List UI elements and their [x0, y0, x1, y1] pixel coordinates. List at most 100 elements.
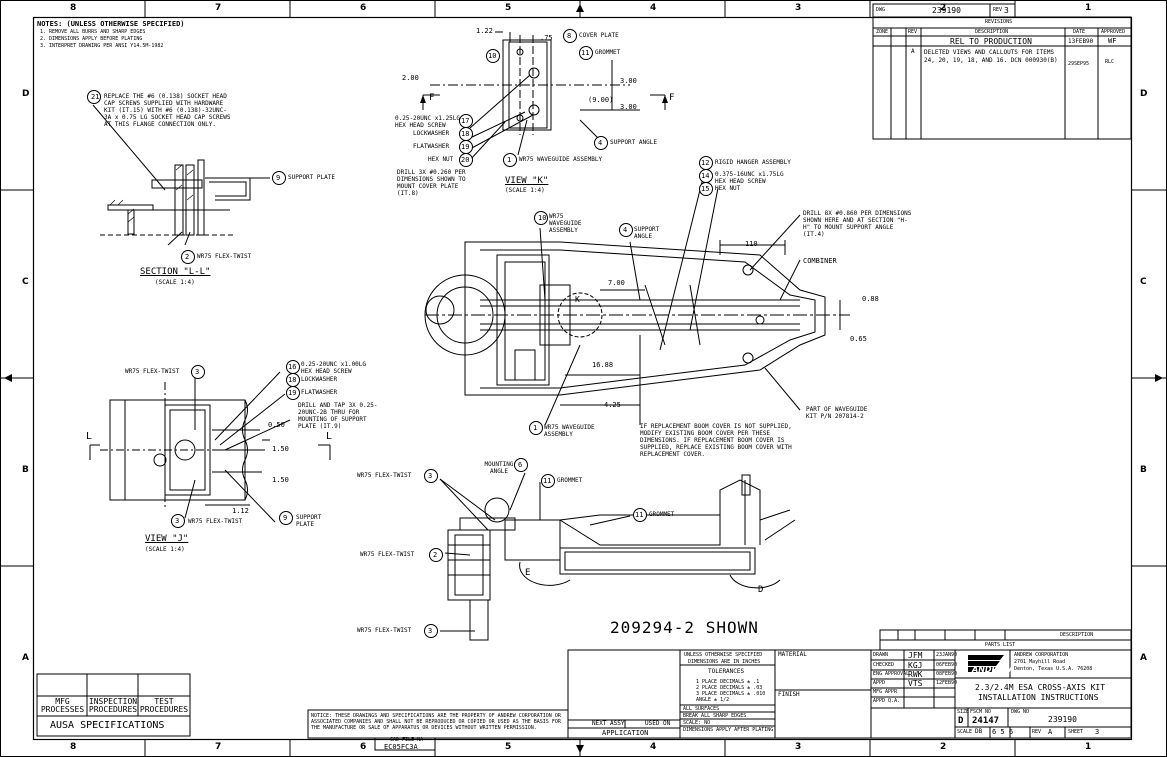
rev-row-2-approved: RLC [1105, 59, 1115, 65]
main-label-15: HEX NUT [715, 185, 741, 192]
view-j-dim-050: 0.50 [268, 421, 285, 429]
main-label-4: SUPPORT ANGLE [634, 226, 660, 240]
zone-bottom-5: 5 [505, 742, 512, 752]
scale-value: DB [975, 728, 983, 735]
sheet-label: SHEET [1068, 729, 1084, 735]
zone-top-7: 7 [215, 3, 222, 13]
notes-line-3: 3. INTERPRET DRAWING PER ANSI Y14.5M-198… [40, 43, 164, 49]
view-k-title: VIEW "K" [505, 176, 549, 186]
zone-bottom-2: 2 [940, 742, 947, 752]
section-ll-label-2: WR75 FLEX-TWIST [197, 253, 252, 260]
view-k-label-19: FLATWASHER [413, 143, 450, 150]
lower-label-3b: WR75 FLEX-TWIST [357, 627, 412, 634]
inspection-procedures: INSPECTION PROCEDURES [88, 697, 138, 714]
signoff-date-1: 23JAN90 [936, 652, 958, 658]
view-k-dim-075: .75 [540, 34, 553, 42]
view-k-label-17: 0.25-20UNC x1.25LG HEX HEAD SCREW [395, 115, 461, 129]
lower-label-11b: GROMMET [649, 511, 675, 518]
used-on-label: USED ON [645, 720, 671, 727]
zone-top-2: 2 [940, 3, 947, 13]
ausa-specifications: AUSA SPECIFICATIONS [50, 720, 165, 731]
main-dim-1688: 16.88 [592, 361, 614, 369]
rev-block-label: REV [1032, 729, 1042, 735]
view-j-label-3-bottom: WR75 FLEX-TWIST [188, 518, 243, 525]
rev-block-value: A [1048, 728, 1053, 736]
view-j-label-18: LOCKWASHER [301, 376, 338, 383]
tol-title: TOLERANCES [708, 668, 745, 675]
view-k-callout-10: 10 [488, 52, 497, 60]
zone-right-b: B [1140, 465, 1147, 475]
view-j-callout-18: 18 [288, 376, 297, 384]
rev-header-zone: ZONE [876, 29, 889, 35]
lower-callout-11b: 11 [635, 511, 644, 519]
view-k-callout-8: 8 [567, 32, 572, 40]
view-j-title: VIEW "J" [145, 534, 189, 544]
view-j-section-l-left: L [86, 431, 93, 442]
section-ll-note-21: REPLACE THE #6 (0.138) SOCKET HEAD CAP S… [104, 93, 231, 128]
lower-label-11a: GROMMET [557, 477, 583, 484]
finish-label: FINISH [778, 691, 800, 698]
view-j-label-9: SUPPORT PLATE [296, 514, 322, 528]
zone-right-a: A [1140, 653, 1147, 663]
callout-21: 21 [91, 93, 100, 101]
tol-head-1: UNLESS OTHERWISE SPECIFIED [684, 652, 763, 658]
rev-header-description: DESCRIPTION [975, 29, 1009, 35]
zone-top-6: 6 [360, 3, 367, 13]
main-label-1: WR75 WAVEGUIDE ASSEMBLY [544, 424, 595, 438]
dwg-no-label: DWG NO [1011, 709, 1030, 715]
signoff-name-3: RWK [908, 670, 923, 679]
dwg-box-rev: 3 [1004, 6, 1009, 15]
tol-field-1: ALL SURFACES [683, 706, 720, 712]
zone-right-d: D [1140, 89, 1148, 99]
zone-bottom-7: 7 [215, 742, 222, 752]
lower-label-3a: WR75 FLEX-TWIST [357, 472, 412, 479]
section-ll-callout-9: 9 [276, 174, 281, 182]
zone-left-b: B [22, 465, 29, 475]
zone-bottom-3: 3 [795, 742, 802, 752]
rev-header-date: DATE [1073, 29, 1086, 35]
view-k-section-f-right: F [669, 93, 675, 103]
view-k-dim-200: 2.00 [402, 74, 419, 82]
rev-row-1-description: REL TO PRODUCTION [950, 37, 1032, 46]
cad-file-label: CAD FILE NA [390, 737, 424, 743]
view-k-callout-19: 19 [461, 143, 470, 151]
dwg-box-number: 239190 [932, 6, 961, 15]
signoff-role-5: MFG APPR [873, 689, 898, 695]
tol-line-2: 2 PLACE DECIMALS ± .03 [696, 685, 763, 691]
view-k-callout-18: 18 [461, 130, 470, 138]
zone-top-4: 4 [650, 3, 657, 13]
title-line-2: INSTALLATION INSTRUCTIONS [978, 693, 1099, 702]
zone-left-c: C [22, 277, 29, 287]
section-ll-title: SECTION "L-L" [140, 267, 211, 277]
rev-header-rev: REV [908, 29, 918, 35]
lower-section-e: E [525, 568, 531, 578]
dwg-no-value: 239190 [1048, 715, 1077, 724]
view-j-dim-112: 1.12 [232, 507, 249, 515]
zone-top-3: 3 [795, 3, 802, 13]
view-k-callout-11: 11 [581, 49, 590, 57]
view-j-label-3-top: WR75 FLEX-TWIST [125, 368, 180, 375]
tol-field-2: BREAK ALL SHARP EDGES [683, 713, 747, 719]
cad-file-value: EC05FC3A [384, 743, 418, 751]
application-title: APPLICATION [602, 729, 649, 737]
zone-top-1: 1 [1085, 3, 1092, 13]
view-k-callout-4: 4 [598, 139, 603, 147]
rev-header-approved: APPROVED [1101, 29, 1126, 35]
main-part-note: PART OF WAVEGUIDE KIT P/N 207814-2 [806, 406, 868, 420]
proprietary-notice: NOTICE: THESE DRAWINGS AND SPECIFICATION… [311, 713, 561, 731]
zone-left-a: A [22, 653, 29, 663]
next-assy-label: NEXT ASSY [592, 720, 625, 727]
zone-top-5: 5 [505, 3, 512, 13]
section-ll-callout-2: 2 [185, 253, 190, 261]
view-k-callout-20: 20 [461, 156, 470, 164]
view-k-dim-122: 1.22 [476, 27, 493, 35]
view-j-callout-16: 16 [288, 363, 297, 371]
main-label-14: 0.375-16UNC x1.75LG HEX HEAD SCREW [715, 171, 784, 185]
main-combiner-label: COMBINER [803, 257, 837, 265]
main-callout-4: 4 [623, 226, 628, 234]
view-k-callout-17: 17 [461, 117, 470, 125]
tol-field-3: SCALE: NO [683, 720, 711, 726]
view-j-scale: (SCALE 1:4) [145, 546, 185, 553]
